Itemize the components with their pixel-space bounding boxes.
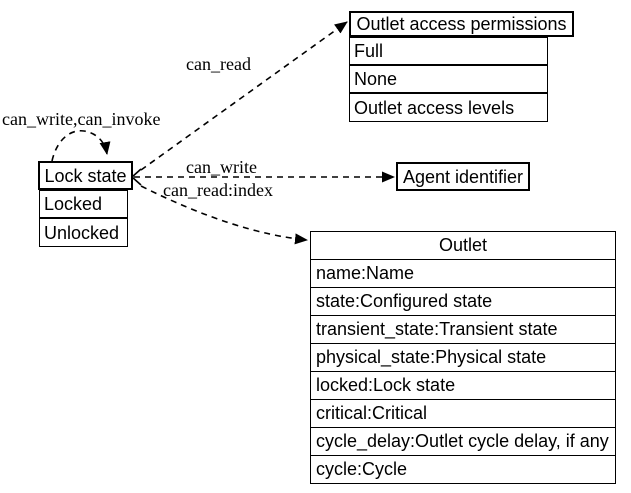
node-outlet-row-cycle-delay: cycle_delay:Outlet cycle delay, if any bbox=[311, 428, 615, 456]
edge-can-read bbox=[140, 21, 348, 171]
node-outlet-access-permissions-title: Outlet access permissions bbox=[349, 11, 574, 37]
edge-can-write-can-invoke-self-loop bbox=[51, 130, 111, 162]
edge-label-can-read: can_read bbox=[186, 54, 251, 74]
node-outlet-row-state: state:Configured state bbox=[311, 288, 615, 316]
node-lock-state-title: Lock state bbox=[38, 161, 133, 190]
node-agent-identifier: Agent identifier bbox=[396, 162, 530, 191]
node-outlet-access-permissions-row-none: None bbox=[349, 65, 548, 93]
node-outlet-row-cycle: cycle:Cycle bbox=[316, 459, 408, 479]
node-outlet-row-transient-state: transient_state:Transient state bbox=[311, 316, 615, 344]
node-outlet-title: Outlet bbox=[311, 232, 615, 260]
node-outlet-access-permissions-row-full: Full bbox=[349, 37, 548, 65]
edge-can-read-index bbox=[140, 185, 308, 245]
node-outlet-row-physical-state: physical_state:Physical state bbox=[311, 344, 615, 372]
node-lock-state-row-unlocked: Unlocked bbox=[39, 218, 128, 247]
node-outlet: Outlet name:Name state:Configured state … bbox=[310, 231, 616, 484]
node-outlet-row-name: name:Name bbox=[311, 260, 615, 288]
edge-label-can-write: can_write bbox=[186, 157, 257, 177]
node-outlet-access-permissions-row-levels: Outlet access levels bbox=[349, 93, 548, 122]
node-outlet-row-critical: critical:Critical bbox=[311, 400, 615, 428]
node-outlet-row-locked: locked:Lock state bbox=[311, 372, 615, 400]
node-lock-state-row-locked: Locked bbox=[39, 190, 128, 218]
edge-label-can-read-index: can_read:index bbox=[163, 180, 273, 200]
edge-label-can-write-can-invoke: can_write,can_invoke bbox=[2, 109, 161, 129]
